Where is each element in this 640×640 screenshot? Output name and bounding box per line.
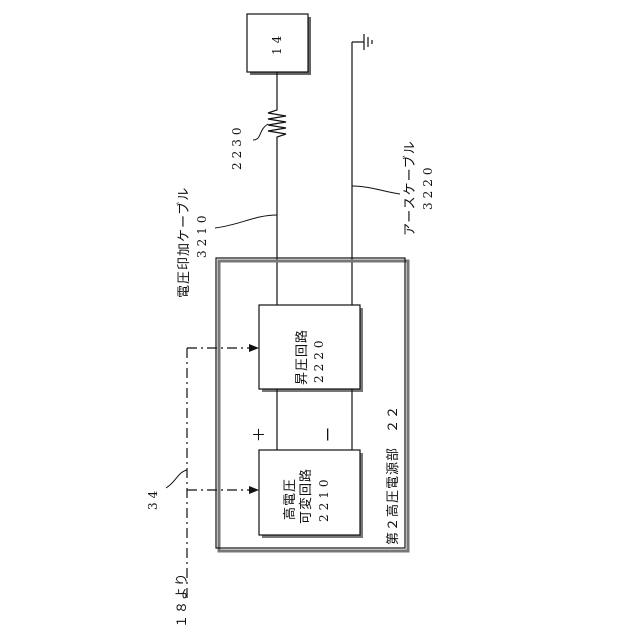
resistor-2230 [268, 100, 286, 144]
arrow-icon [249, 486, 259, 494]
leader-3210 [215, 215, 277, 228]
plus-sign: ＋ [251, 424, 266, 445]
hv-variable-name-line1: 高電圧 [284, 478, 297, 520]
unit-14-label: 14 [271, 32, 283, 55]
arrow-icon [249, 344, 259, 352]
earth-cable-name: アースケーブル [404, 140, 417, 236]
minus-sign: ー [317, 427, 338, 442]
leader-3220 [352, 186, 400, 194]
hv-variable-name-line2: 可変回路 [300, 468, 313, 524]
resistor-ref-label: 2230 [231, 123, 243, 170]
voltage-cable-ref: 3210 [196, 211, 208, 258]
from-18-label: １８より [176, 572, 189, 628]
hv-variable-ref: 2210 [318, 475, 330, 522]
voltage-cable-name: 電圧印加ケーブル [178, 187, 191, 298]
earth-cable-ref: 3220 [422, 163, 434, 210]
converter-name: 昇圧回路 [296, 329, 309, 385]
leader-2230 [253, 124, 268, 140]
ground-icon [352, 34, 372, 50]
leader-34 [166, 470, 187, 488]
converter-ref: 2220 [313, 336, 325, 383]
power-unit-label: 第２高圧電源部 ２２ [387, 405, 400, 545]
signal-ref-label: 34 [147, 487, 159, 510]
